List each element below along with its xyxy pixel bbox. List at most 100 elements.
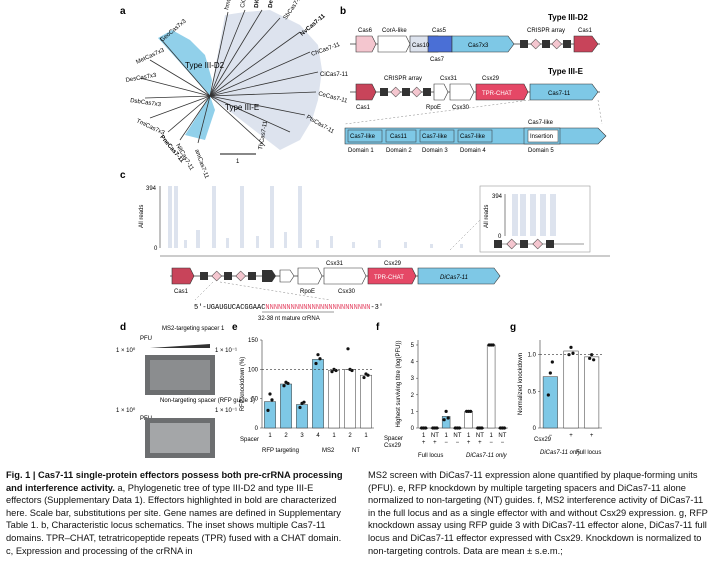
gene-label: RpoE [426,105,441,111]
panel-c-label: c [120,170,126,181]
locus-c [170,267,501,285]
data-point [298,405,302,410]
x-tick-label: − [549,433,553,439]
x-tick-label: + [422,440,426,446]
x-tick-label: 1 [332,433,336,439]
gene-label: Csx30 [338,289,356,295]
bar [264,401,276,429]
data-point [446,416,450,420]
y-tick-label: 5 [411,343,415,349]
data-point [480,426,484,430]
panel-f-label: f [376,322,380,333]
x-tick-label: − [489,440,493,446]
bar [563,350,579,429]
tree-leaf: ThCas7-11 [258,120,269,150]
gene-label: Csx29 [384,261,402,267]
data-point [442,418,446,422]
data-point [316,353,320,357]
y-tick-label: 3 [411,376,415,382]
x-tick-label: − [444,440,448,446]
x-tick-label: 1 [268,433,272,439]
e-group-label: MS2 [322,448,335,454]
tree-leaf: DiCas7-11 [254,0,263,8]
x-tick-label: 4 [316,433,320,439]
bar [441,416,451,429]
gene-label: Cas10 [412,43,430,49]
g-group-label: Full locus [576,450,601,456]
tree-leaf: DsbCas7x3 [130,98,162,108]
data-point [571,351,575,355]
x-tick-label: 1 [364,433,368,439]
d-pfu-hi: 1 × 10⁰ [116,347,136,354]
y-axis-label: Normalized knockdown [518,353,524,415]
d-bottom-label: Non-targeting spacer (RFP guide 1) [160,398,255,404]
e-xrow-label: Spacer [240,437,259,443]
y-tick-label: 1.0 [528,353,537,359]
gene-label: TPR-CHAT [374,275,404,281]
x-tick-label: − [456,440,460,446]
domain-label: Domain 1 [348,148,374,154]
y-axis-label: Highest surviving titre (log(PFU)) [396,340,402,427]
c-ymin: 0 [154,246,158,252]
x-tick-label: 2 [284,433,288,439]
data-point [592,358,596,362]
e-group-label: NT [352,448,360,454]
domain-box-label: Cas7-like [350,134,376,140]
y-tick-label: 0.5 [528,389,537,395]
caption-right: MS2 screen with DiCas7-11 expression alo… [368,470,708,556]
bar [542,376,558,429]
g-csx29-label: Csx29 [534,437,552,443]
caption-left: Fig. 1 | Cas7-11 single-protein effector… [6,470,343,556]
domain-label: Domain 4 [460,148,486,154]
bar [328,370,340,429]
data-point [444,409,448,413]
c-ylabel: All reads [139,205,145,228]
y-tick-label: 0 [533,426,537,432]
x-tick-label: + [433,440,437,446]
x-tick-label: + [569,433,573,439]
crrna-seq: 5′-UGAUGUCACGGAACNNNNNNNNNNNNNNNNNNNNNNN… [194,304,383,312]
data-point [314,361,318,366]
data-point [548,371,552,375]
gene-label: CorA-like [382,28,407,34]
gene-label: CRISPR array [527,28,565,34]
gene-label: TPR-CHAT [482,91,512,97]
gene-label: Cas7 [430,57,445,63]
phylo-tree: GeoCas7x3 MetCas7x3 DesCas7x3 DsbCas7x3 … [125,0,348,180]
type-d2-label: Type III-D2 [185,61,225,70]
gene-label: Csx30 [452,105,470,111]
tree-leaf: CiCas7-11 [320,72,349,78]
y-tick-label: 0 [411,426,415,432]
data-point [588,356,592,360]
data-point [491,343,495,347]
x-tick-label: NT [498,433,506,439]
gene-label: Cas5 [432,28,447,34]
panel-g-label: g [510,322,516,333]
tree-leaf: NvCas7-11 [299,13,327,38]
tree-leaf: SbCas7-11 [283,0,305,21]
domain-label: Domain 5 [528,148,554,154]
bar [360,374,372,429]
panel-e-label: e [232,322,238,333]
tree-leaf: CiCas7-11 [240,0,251,8]
panel-b-label: b [340,6,346,17]
d-pfu-lo: 1 × 10⁻¹ [215,348,237,354]
d-pfu: PFU [140,336,152,342]
gene-label: Csx31 [326,261,344,267]
d-pfu-lo: 1 × 10⁻¹ [215,408,237,414]
data-point [550,360,554,364]
data-point [268,392,272,396]
data-point [350,368,354,373]
f-csx29-label: Csx29 [384,443,402,449]
domain-box-label: Cas7-like [460,134,486,140]
d-pfu-hi: 1 × 10⁰ [116,407,136,414]
data-point [469,409,473,413]
data-point [502,426,506,430]
gene-label: Csx31 [440,76,458,82]
gene-label: Cas7-11 [548,91,571,97]
data-point [266,408,270,412]
data-point [282,384,286,388]
bar [280,383,292,429]
d-top-label: MS2-targeting spacer 1 [162,326,225,332]
